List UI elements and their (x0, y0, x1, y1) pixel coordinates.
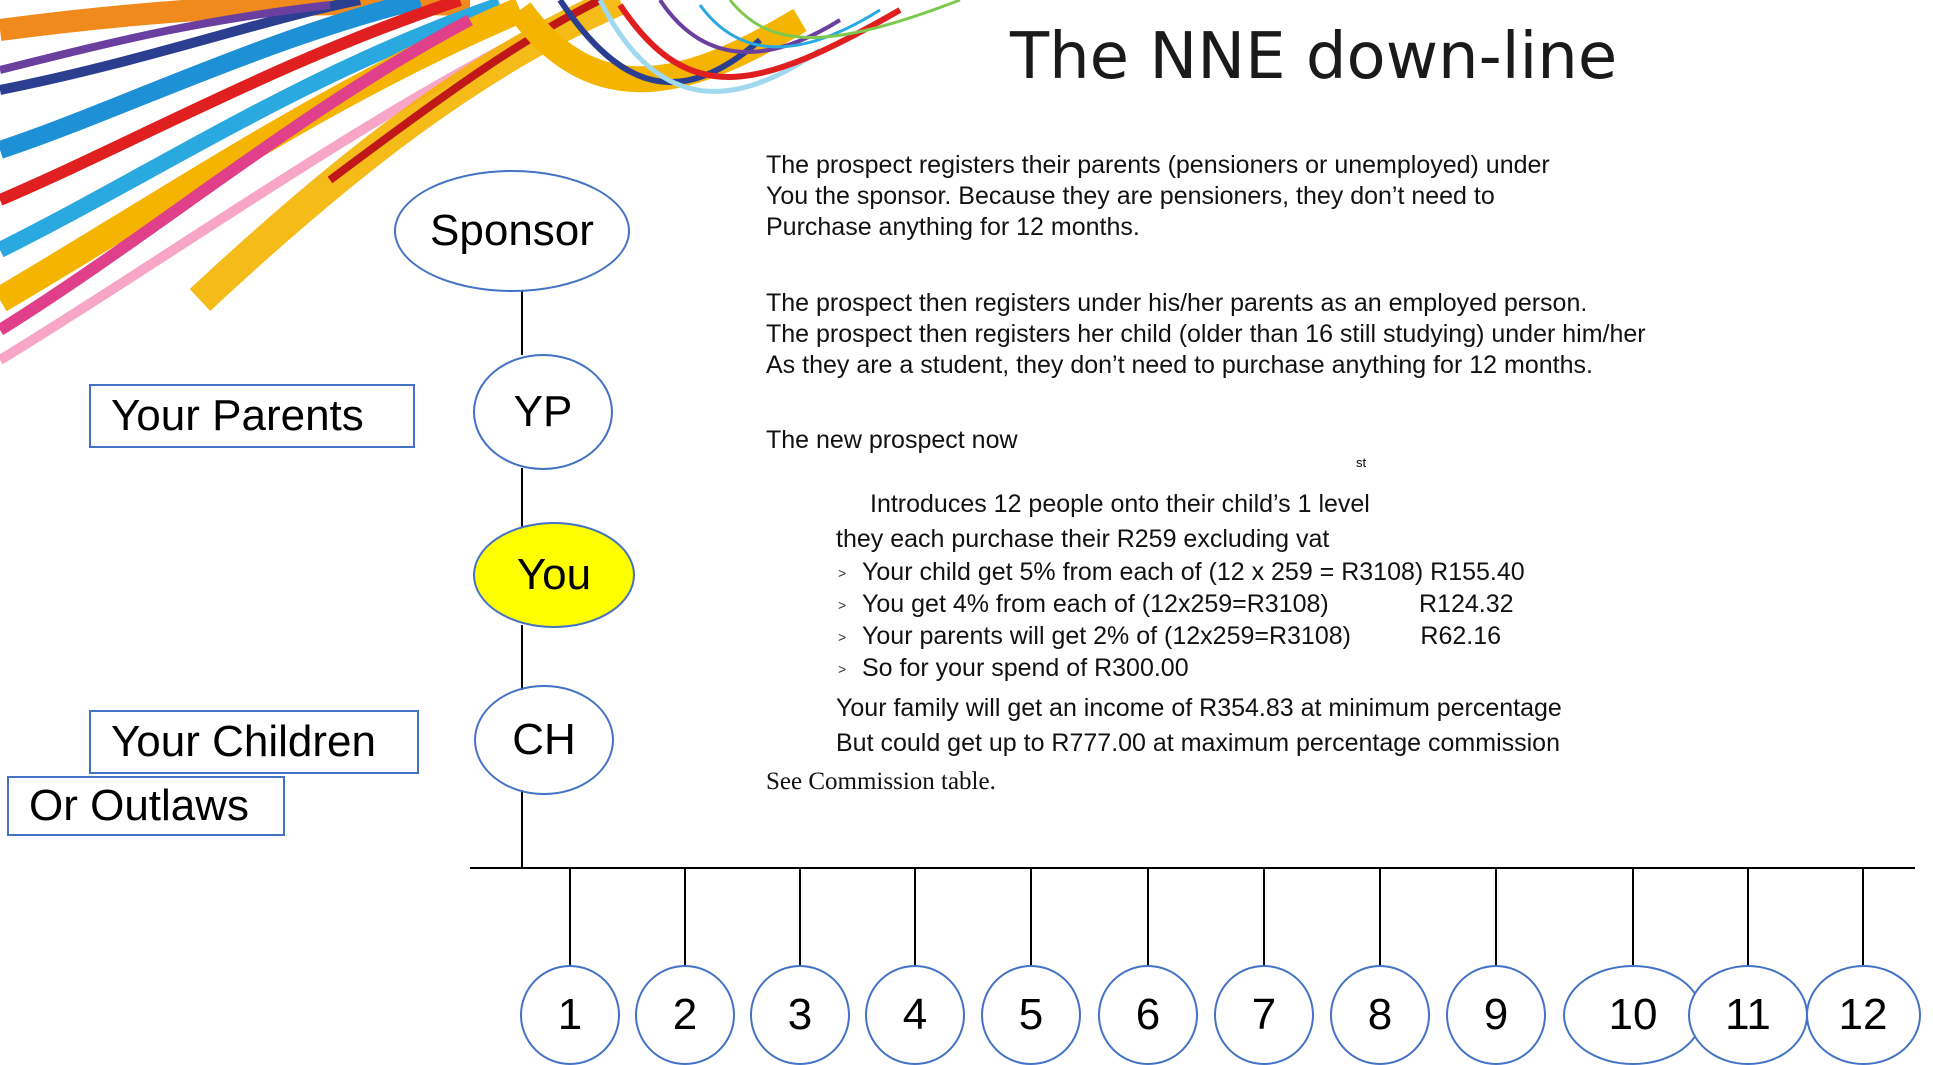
intro-line: The prospect registers their parents (pe… (766, 151, 1550, 179)
recruit-node-4: 4 (865, 965, 965, 1065)
intro-line: Purchase anything for 12 months. (766, 213, 1140, 241)
recruit-node-7: 7 (1214, 965, 1314, 1065)
bullet-marker: > (838, 565, 847, 581)
intro-paragraph-2: The prospect then registers under his/he… (766, 288, 1646, 381)
or-outlaws-label: Or Outlaws (7, 776, 285, 836)
your-parents-label: Your Parents (89, 384, 415, 448)
new-prospect-label: The new prospect now (766, 426, 1018, 454)
bullet-marker: > (838, 597, 847, 613)
max-commission-line: But could get up to R777.00 at maximum p… (836, 729, 1560, 757)
bullet-marker: > (838, 629, 847, 645)
recruit-node-2: 2 (635, 965, 735, 1065)
sponsor-node: Sponsor (394, 170, 630, 292)
recruit-node-8: 8 (1330, 965, 1430, 1065)
recruit-node-12: 12 (1805, 965, 1921, 1065)
recruit-node-9: 9 (1446, 965, 1546, 1065)
recruit-node-6: 6 (1098, 965, 1198, 1065)
recruit-node-5: 5 (981, 965, 1081, 1065)
bullet-item: So for your spend of R300.00 (862, 654, 1189, 682)
bullet-marker: > (838, 661, 847, 677)
decorative-ribbons (0, 0, 961, 365)
intro-line: You the sponsor. Because they are pensio… (766, 182, 1495, 210)
bullet-item: Your parents will get 2% of (12x259=R310… (862, 622, 1502, 650)
children-node: CH (474, 685, 614, 795)
superscript-st: st (1356, 455, 1367, 470)
purchase-line: they each purchase their R259 excluding … (836, 525, 1330, 553)
your-parents-node: YP (473, 354, 613, 470)
intro-line: The prospect then registers under his/he… (766, 289, 1588, 317)
see-commission-table: See Commission table. (766, 768, 996, 795)
your-children-label: Your Children (89, 710, 419, 774)
you-node: You (473, 522, 635, 628)
recruit-node-1: 1 (520, 965, 620, 1065)
recruit-node-10: 10 (1563, 965, 1703, 1065)
bullet-item: Your child get 5% from each of (12 x 259… (862, 558, 1525, 586)
intro-line: As they are a student, they don’t need t… (766, 351, 1593, 379)
income-line: Your family will get an income of R354.8… (836, 694, 1562, 722)
intro-line: The prospect then registers her child (o… (766, 320, 1646, 348)
intro-paragraph-1: The prospect registers their parents (pe… (766, 150, 1550, 243)
page-title: The NNE down-line (1010, 20, 1618, 94)
recruit-node-3: 3 (750, 965, 850, 1065)
introduces-line: Introduces 12 people onto their child’s … (870, 490, 1370, 518)
bullet-item: You get 4% from each of (12x259=R3108) R… (862, 590, 1514, 618)
recruit-node-11: 11 (1688, 965, 1808, 1065)
